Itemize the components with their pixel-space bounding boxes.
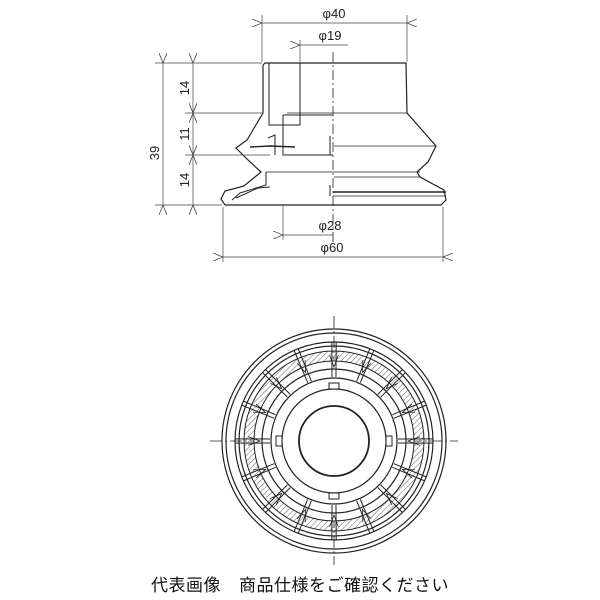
rib-fork <box>270 377 283 390</box>
rib-line <box>356 500 371 534</box>
rib-line <box>293 499 309 532</box>
rib-line <box>393 404 427 419</box>
rib-line <box>392 400 425 416</box>
rib-line <box>356 348 371 382</box>
rib-fork <box>385 377 398 390</box>
rib-line <box>297 500 312 534</box>
side-view <box>155 15 446 262</box>
bottom-view <box>210 316 458 565</box>
dimension-labels: φ40 φ19 φ28 φ60 14 11 14 39 <box>147 6 345 255</box>
rib-line <box>393 463 427 478</box>
rib-fork <box>401 468 416 479</box>
rib-line <box>359 350 375 383</box>
dim-height-upper: 14 <box>177 81 192 95</box>
rib-line <box>377 369 403 395</box>
rib-line <box>241 404 275 419</box>
dim-phi40: φ40 <box>323 6 346 21</box>
dim-phi60: φ60 <box>321 240 344 255</box>
rib-line <box>241 463 275 478</box>
rib-line <box>392 466 425 482</box>
caption: 代表画像 商品仕様をご確認ください <box>0 571 600 596</box>
rib-line <box>359 499 375 532</box>
dim-phi28: φ28 <box>319 218 342 233</box>
rib-fork <box>329 513 339 528</box>
rib-line <box>262 372 288 398</box>
dim-height-total: 39 <box>147 146 162 160</box>
rib-line <box>377 487 403 513</box>
rib-fork <box>361 359 372 374</box>
section-outline <box>220 65 264 206</box>
caption-check-specs: 商品仕様をご確認ください <box>238 576 449 596</box>
rib-fork <box>406 436 421 446</box>
ribs <box>235 342 433 540</box>
rib-fork <box>329 354 339 369</box>
dim-height-middle: 11 <box>177 127 192 141</box>
rib-line <box>293 350 309 383</box>
center-hole <box>298 405 370 477</box>
rib-line <box>297 348 312 382</box>
rib-line <box>380 484 406 510</box>
body-outline <box>225 62 447 206</box>
dim-phi19: φ19 <box>319 28 342 43</box>
caption-representative-image: 代表画像 <box>151 576 222 596</box>
rib-fork <box>252 468 267 479</box>
rib-line <box>265 369 291 395</box>
rib-fork <box>296 359 307 374</box>
rib-line <box>243 400 276 416</box>
rib-fork <box>270 492 283 505</box>
rib-line <box>262 484 288 510</box>
rib-fork <box>401 403 416 414</box>
rib-fork <box>385 492 398 505</box>
rib-fork <box>361 508 372 523</box>
rib-fork <box>252 403 267 414</box>
rib-line <box>380 372 406 398</box>
rib-line <box>265 487 291 513</box>
dim-height-lower: 14 <box>177 173 192 187</box>
keys <box>275 382 393 500</box>
rib-fork <box>247 436 262 446</box>
rib-fork <box>296 508 307 523</box>
rib-line <box>243 466 276 482</box>
